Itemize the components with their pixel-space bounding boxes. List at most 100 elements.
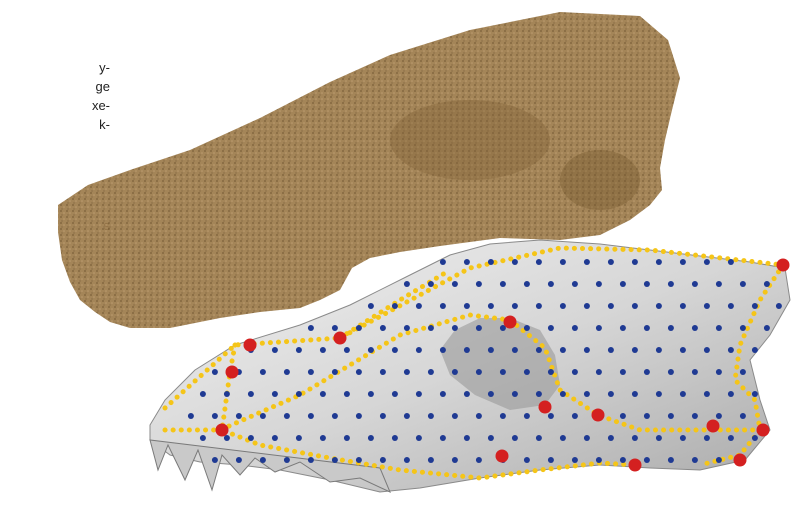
surface-semilandmark-dot xyxy=(320,391,326,397)
fixed-landmark-dot xyxy=(592,409,605,422)
surface-semilandmark-dot xyxy=(716,325,722,331)
surface-semilandmark-dot xyxy=(332,369,338,375)
surface-semilandmark-dot xyxy=(692,457,698,463)
surface-semilandmark-dot xyxy=(716,457,722,463)
surface-semilandmark-dot xyxy=(584,435,590,441)
surface-semilandmark-dot xyxy=(212,457,218,463)
surface-semilandmark-dot xyxy=(404,457,410,463)
surface-semilandmark-dot xyxy=(608,347,614,353)
surface-semilandmark-dot xyxy=(488,435,494,441)
surface-semilandmark-dot xyxy=(308,369,314,375)
surface-semilandmark-dot xyxy=(656,347,662,353)
surface-semilandmark-dot xyxy=(428,457,434,463)
surface-semilandmark-dot xyxy=(536,259,542,265)
surface-semilandmark-dot xyxy=(260,369,266,375)
point-cloud-shadow xyxy=(560,150,640,210)
surface-semilandmark-dot xyxy=(296,391,302,397)
surface-semilandmark-dot xyxy=(212,369,218,375)
surface-semilandmark-dot xyxy=(392,391,398,397)
surface-semilandmark-dot xyxy=(656,435,662,441)
surface-semilandmark-dot xyxy=(548,369,554,375)
surface-semilandmark-dot xyxy=(320,435,326,441)
surface-semilandmark-dot xyxy=(380,325,386,331)
surface-semilandmark-dot xyxy=(572,325,578,331)
surface-semilandmark-dot xyxy=(344,347,350,353)
surface-semilandmark-dot xyxy=(488,259,494,265)
surface-semilandmark-dot xyxy=(224,435,230,441)
surface-semilandmark-dot xyxy=(716,281,722,287)
surface-semilandmark-dot xyxy=(464,391,470,397)
point-cloud-shadow xyxy=(390,100,550,180)
surface-semilandmark-dot xyxy=(404,325,410,331)
surface-semilandmark-dot xyxy=(416,303,422,309)
surface-semilandmark-dot xyxy=(608,391,614,397)
surface-semilandmark-dot xyxy=(524,369,530,375)
surface-semilandmark-dot xyxy=(728,435,734,441)
surface-semilandmark-dot xyxy=(560,303,566,309)
surface-semilandmark-dot xyxy=(488,303,494,309)
surface-semilandmark-dot xyxy=(404,369,410,375)
fixed-landmark-dot xyxy=(707,420,720,433)
surface-semilandmark-dot xyxy=(536,391,542,397)
surface-semilandmark-dot xyxy=(512,435,518,441)
fixed-landmark-dot xyxy=(734,454,747,467)
surface-semilandmark-dot xyxy=(404,413,410,419)
surface-semilandmark-dot xyxy=(308,325,314,331)
surface-semilandmark-dot xyxy=(680,347,686,353)
surface-semilandmark-dot xyxy=(524,281,530,287)
surface-semilandmark-dot xyxy=(284,369,290,375)
surface-semilandmark-dot xyxy=(224,391,230,397)
surface-semilandmark-dot xyxy=(752,303,758,309)
surface-semilandmark-dot xyxy=(656,391,662,397)
surface-semilandmark-dot xyxy=(680,303,686,309)
surface-semilandmark-dot xyxy=(620,369,626,375)
surface-semilandmark-dot xyxy=(452,457,458,463)
surface-semilandmark-dot xyxy=(452,325,458,331)
surface-semilandmark-dot xyxy=(332,325,338,331)
surface-semilandmark-dot xyxy=(524,457,530,463)
surface-semilandmark-dot xyxy=(416,391,422,397)
surface-semilandmark-dot xyxy=(572,281,578,287)
fixed-landmark-dot xyxy=(539,401,552,414)
surface-semilandmark-dot xyxy=(332,413,338,419)
surface-semilandmark-dot xyxy=(584,347,590,353)
surface-semilandmark-dot xyxy=(512,391,518,397)
surface-semilandmark-dot xyxy=(656,303,662,309)
surface-semilandmark-dot xyxy=(512,303,518,309)
surface-semilandmark-dot xyxy=(428,369,434,375)
surface-semilandmark-dot xyxy=(572,413,578,419)
surface-semilandmark-dot xyxy=(584,259,590,265)
surface-semilandmark-dot xyxy=(632,435,638,441)
surface-semilandmark-dot xyxy=(704,435,710,441)
surface-semilandmark-dot xyxy=(608,435,614,441)
surface-semilandmark-dot xyxy=(476,281,482,287)
surface-semilandmark-dot xyxy=(320,347,326,353)
surface-semilandmark-dot xyxy=(572,457,578,463)
surface-semilandmark-dot xyxy=(476,369,482,375)
surface-semilandmark-dot xyxy=(344,391,350,397)
surface-semilandmark-dot xyxy=(680,435,686,441)
surface-semilandmark-dot xyxy=(656,259,662,265)
surface-semilandmark-dot xyxy=(740,281,746,287)
surface-semilandmark-dot xyxy=(488,347,494,353)
fixed-landmark-dot xyxy=(226,366,239,379)
surface-semilandmark-dot xyxy=(404,281,410,287)
surface-semilandmark-dot xyxy=(740,325,746,331)
surface-semilandmark-dot xyxy=(644,369,650,375)
surface-semilandmark-dot xyxy=(512,259,518,265)
surface-semilandmark-dot xyxy=(644,281,650,287)
surface-semilandmark-dot xyxy=(308,457,314,463)
surface-semilandmark-dot xyxy=(296,435,302,441)
surface-semilandmark-dot xyxy=(200,391,206,397)
surface-semilandmark-dot xyxy=(632,391,638,397)
surface-semilandmark-dot xyxy=(620,457,626,463)
surface-semilandmark-dot xyxy=(776,303,782,309)
surface-semilandmark-dot xyxy=(296,347,302,353)
surface-semilandmark-dot xyxy=(440,259,446,265)
surface-semilandmark-dot xyxy=(236,457,242,463)
fixed-landmark-dot xyxy=(244,339,257,352)
surface-semilandmark-dot xyxy=(440,347,446,353)
surface-semilandmark-dot xyxy=(548,413,554,419)
surface-semilandmark-dot xyxy=(716,413,722,419)
surface-semilandmark-dot xyxy=(392,303,398,309)
